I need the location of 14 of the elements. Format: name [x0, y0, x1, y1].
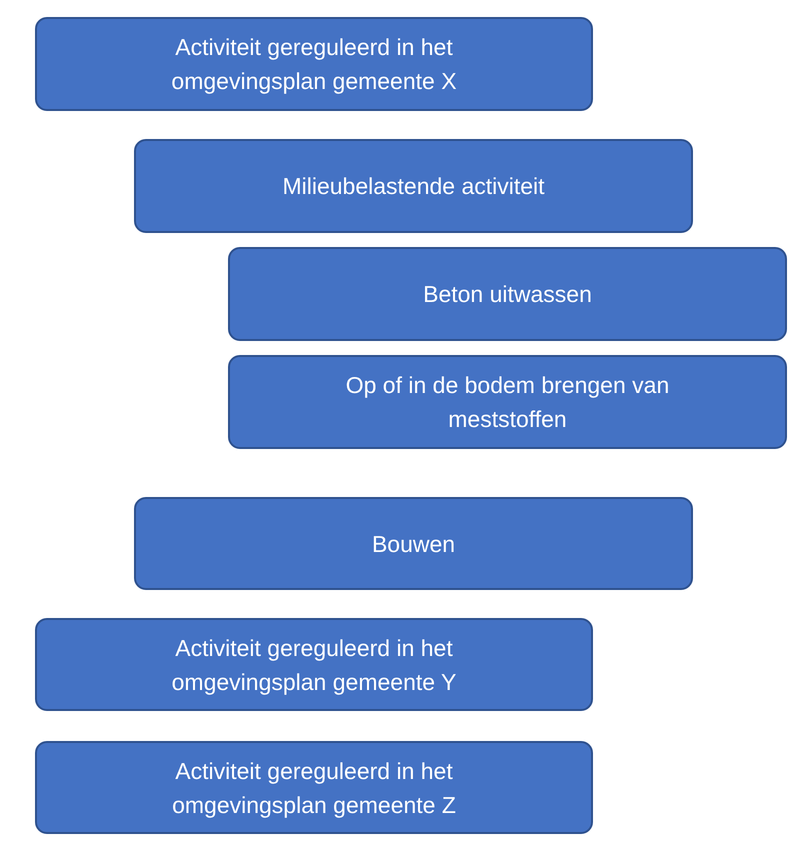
activity-box: [134, 139, 693, 233]
activity-label: Bouwen: [372, 530, 456, 558]
activity-label: Activiteit gereguleerd in het omgevingsplan gemeente X: [170, 33, 458, 96]
activity-box: [134, 497, 693, 590]
activity-box: [35, 618, 593, 711]
activity-box: [35, 741, 593, 834]
activity-label: Op of in de bodem brengen van meststoffen: [344, 371, 670, 434]
activity-label: Activiteit gereguleerd in het omgevingsplan gemeente Y: [170, 634, 458, 697]
activity-label: Milieubelastende activiteit: [282, 172, 545, 201]
activity-box: [228, 247, 787, 341]
activity-label: Beton uitwassen: [423, 280, 592, 309]
activity-label: Activiteit gereguleerd in het omgevingsplan gemeente Z: [171, 756, 457, 820]
activity-box: [35, 17, 593, 111]
activity-box: [228, 355, 787, 449]
